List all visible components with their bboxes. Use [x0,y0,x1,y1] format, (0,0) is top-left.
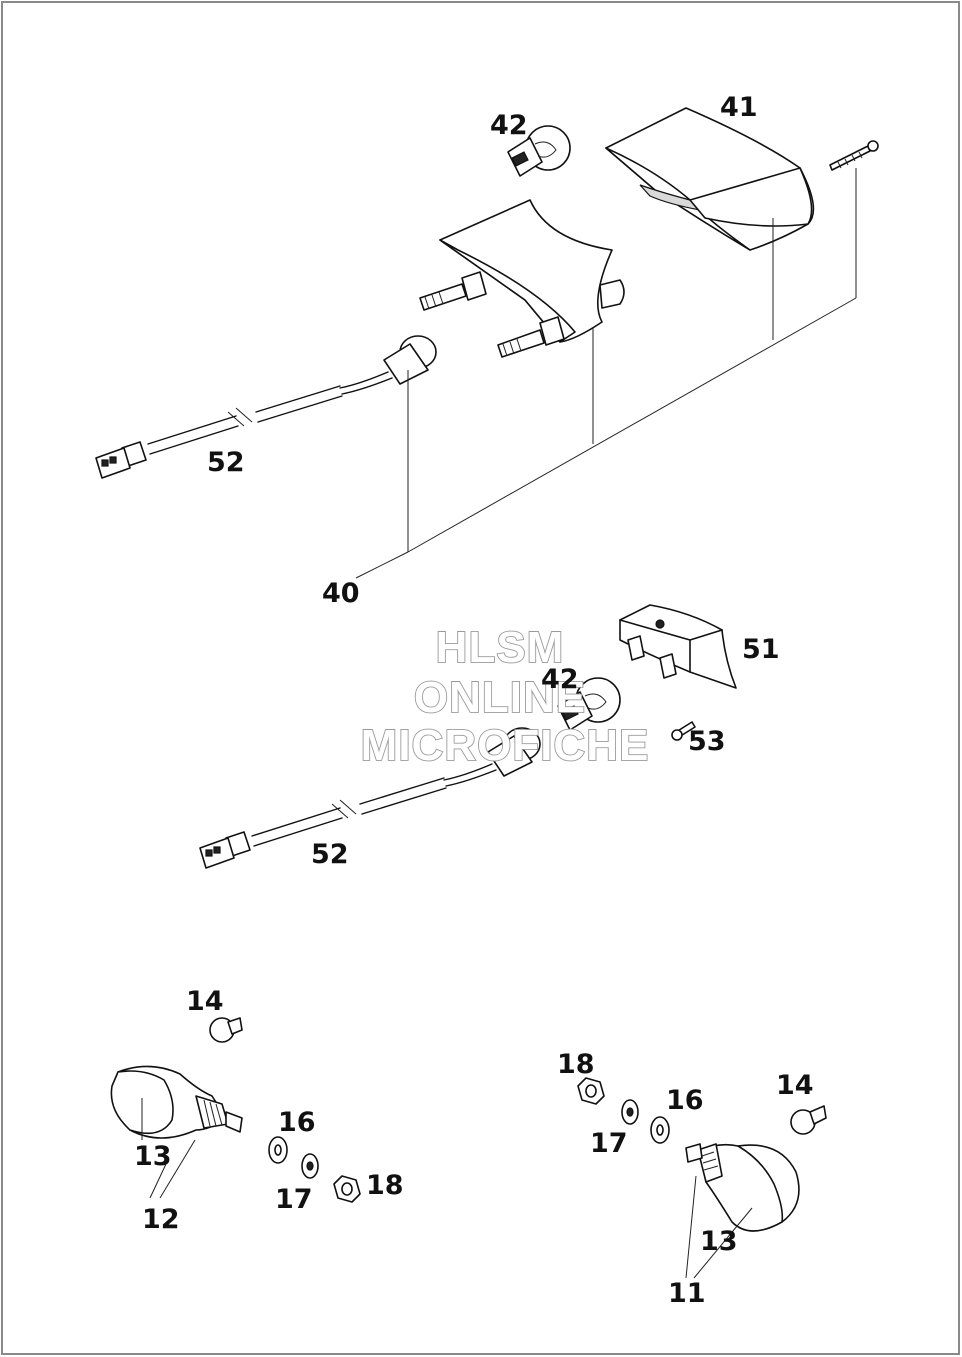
callout-18-right: 18 [557,1049,595,1080]
license-screw [671,721,696,741]
callout-18-left: 18 [366,1170,404,1201]
license-bulb [557,677,621,731]
callout-17-right: 17 [590,1128,628,1159]
nut-18-right [577,1077,605,1105]
tail-light-housing [419,199,625,358]
watermark: HLSM ONLINE MICROFICHE [360,622,650,771]
tail-light-lens [605,107,815,251]
leader-lines-11 [685,1175,753,1279]
callout-12: 12 [142,1204,180,1235]
nut-18-left [333,1175,361,1203]
watermark-line-2: ONLINE [414,673,586,722]
callout-14-right: 14 [776,1070,814,1101]
washer-16-left [268,1136,288,1164]
license-light-housing [619,604,737,689]
callout-40: 40 [322,578,360,609]
wiring-harness-top [95,335,437,479]
callout-13-right: 13 [700,1226,738,1257]
callout-51: 51 [742,634,780,665]
callout-41: 41 [720,92,758,123]
watermark-line-3: MICROFICHE [361,721,650,770]
turn-bulb-left [209,1017,243,1043]
callout-16-left: 16 [278,1107,316,1138]
wiring-harness-middle [199,727,541,869]
callout-11: 11 [668,1278,706,1309]
callout-14-left: 14 [186,986,224,1017]
callouts: 40 41 42 52 51 42 53 52 14 16 13 17 18 1… [134,92,814,1309]
callout-16-right: 16 [666,1085,704,1116]
callout-53: 53 [688,726,726,757]
leader-lines-40 [355,168,857,579]
callout-42-middle: 42 [541,664,579,695]
turn-bulb-right [790,1105,827,1135]
callout-17-left: 17 [275,1184,313,1215]
callout-13-left: 13 [134,1141,172,1172]
callout-42-top: 42 [490,110,528,141]
callout-52-middle: 52 [311,839,349,870]
turn-signal-right [685,1143,800,1232]
callout-52-top: 52 [207,447,245,478]
washer-16-right [650,1116,670,1144]
lens-screw [829,140,879,171]
watermark-line-1: HLSM [436,623,565,672]
turn-signal-left [110,1065,243,1139]
lock-washer-17-left [301,1153,319,1179]
lock-washer-17-right [621,1099,639,1125]
leader-lines-12 [149,1139,196,1199]
tail-bulb [507,125,571,177]
